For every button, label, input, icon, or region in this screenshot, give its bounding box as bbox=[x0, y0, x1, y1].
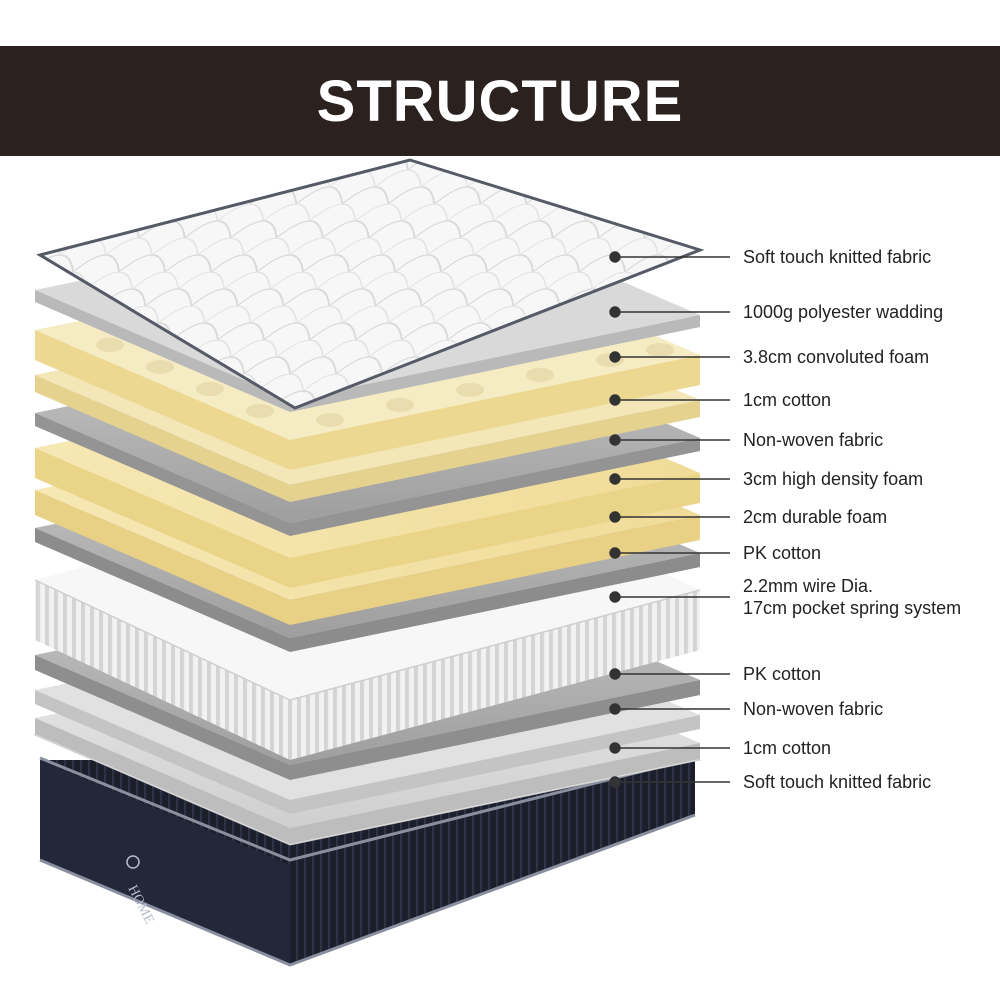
label-bottom-knitted-fabric: Soft touch knitted fabric bbox=[743, 772, 932, 792]
layer-top-knitted-fabric bbox=[36, 158, 705, 410]
label-upper-cotton: 1cm cotton bbox=[743, 390, 832, 410]
label-high-density-foam: 3cm high density foam bbox=[743, 469, 924, 489]
label-bottom-pk-cotton: PK cotton bbox=[743, 664, 822, 684]
label-durable-foam: 2cm durable foam bbox=[743, 507, 888, 527]
label-pocket-spring-line1: 2.2mm wire Dia. bbox=[743, 576, 874, 596]
label-bottom-nonwoven: Non-woven fabric bbox=[743, 699, 884, 719]
brand-logo-icon bbox=[126, 855, 140, 869]
label-pocket-spring: 2.2mm wire Dia. 17cm pocket spring syste… bbox=[743, 575, 961, 619]
label-upper-pk-cotton: PK cotton bbox=[743, 543, 822, 563]
label-pocket-spring-line2: 17cm pocket spring system bbox=[743, 598, 962, 618]
label-bottom-cotton: 1cm cotton bbox=[743, 738, 832, 758]
label-convoluted-foam: 3.8cm convoluted foam bbox=[743, 347, 930, 367]
label-upper-nonwoven: Non-woven fabric bbox=[743, 430, 884, 450]
leader-lines bbox=[609, 251, 730, 788]
label-polyester-wadding: 1000g polyester wadding bbox=[743, 302, 944, 322]
label-top-knitted-fabric: Soft touch knitted fabric bbox=[743, 247, 932, 267]
page-title: STRUCTURE bbox=[316, 68, 684, 134]
header-banner: STRUCTURE bbox=[0, 46, 1000, 156]
